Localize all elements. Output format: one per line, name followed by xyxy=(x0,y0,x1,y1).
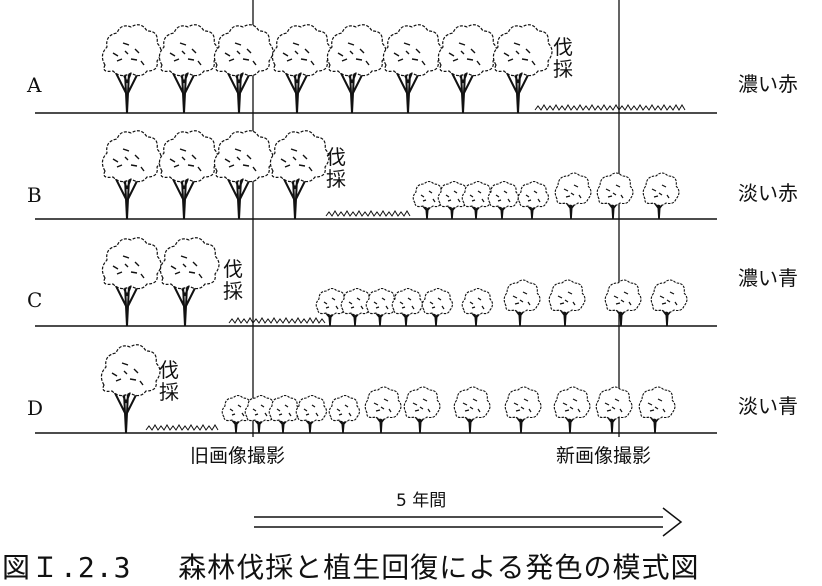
row-label-c: C xyxy=(27,288,43,312)
period-arrow xyxy=(254,507,683,537)
row-b-trees xyxy=(101,129,680,220)
cut-char-2: 採 xyxy=(223,279,243,303)
color-label-b: 淡い赤 xyxy=(738,181,798,205)
cut-label-a: 伐 採 xyxy=(552,36,574,80)
color-label-d: 淡い青 xyxy=(738,394,798,418)
cut-char-2: 採 xyxy=(326,167,346,191)
cut-char-1: 伐 xyxy=(159,358,179,382)
cut-char-2: 採 xyxy=(159,380,179,404)
row-label-d: D xyxy=(27,396,44,420)
row-a-trees xyxy=(101,23,553,114)
cut-label-d: 伐 採 xyxy=(158,359,180,403)
cut-char-2: 採 xyxy=(553,57,573,81)
color-label-c: 濃い青 xyxy=(738,266,798,290)
new-image-label: 新画像撮影 xyxy=(556,445,652,467)
row-label-b: B xyxy=(27,183,42,207)
cut-char-1: 伐 xyxy=(326,145,346,169)
row-d-grass xyxy=(145,424,219,431)
cut-char-1: 伐 xyxy=(553,35,573,59)
row-c-grass xyxy=(228,317,326,324)
row-d-trees xyxy=(100,343,676,434)
color-label-a: 濃い赤 xyxy=(738,72,798,96)
row-label-a: A xyxy=(27,73,42,97)
figure-caption: 図Ｉ.2.3 森林伐採と植生回復による発色の模式図 xyxy=(2,551,700,584)
row-b-grass xyxy=(325,210,411,217)
cut-label-b: 伐 採 xyxy=(325,146,347,190)
period-label: 5 年間 xyxy=(396,491,447,511)
row-c-trees xyxy=(101,236,688,327)
cut-label-c: 伐 採 xyxy=(222,258,244,302)
old-image-label: 旧画像撮影 xyxy=(190,445,286,467)
row-a-grass xyxy=(534,104,686,111)
cut-char-1: 伐 xyxy=(223,257,243,281)
